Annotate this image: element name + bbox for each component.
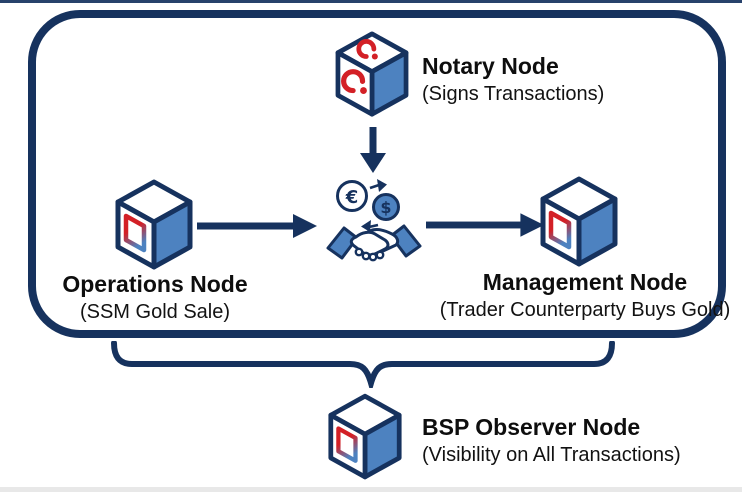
euro-symbol: €	[345, 187, 359, 208]
observer-node-label: BSP Observer Node (Visibility on All Tra…	[422, 413, 681, 468]
node-cube-icon	[327, 393, 403, 481]
arrow-down-icon	[360, 127, 386, 173]
management-node-label: Management Node (Trader Counterparty Buy…	[428, 268, 742, 323]
corda-cube-icon	[334, 31, 410, 118]
bottom-frame-line	[0, 487, 742, 492]
observer-node-title: BSP Observer Node	[422, 414, 641, 440]
top-frame-line	[0, 0, 742, 3]
dollar-symbol: $	[380, 198, 391, 217]
brace-down-icon	[111, 341, 615, 388]
network-boundary-box	[28, 10, 726, 338]
operations-node-subtitle: (SSM Gold Sale)	[79, 300, 231, 323]
node-cube-icon	[114, 179, 194, 271]
management-node-title: Management Node	[482, 269, 688, 295]
arrow-right-icon	[426, 213, 544, 237]
currency-exchange-handshake-icon: € $	[326, 179, 422, 262]
management-node-subtitle: (Trader Counterparty Buys Gold)	[439, 298, 731, 321]
notary-node-title: Notary Node	[422, 53, 559, 79]
operations-node-title: Operations Node	[62, 271, 248, 297]
node-cube-icon	[539, 176, 619, 268]
operations-node-label: Operations Node (SSM Gold Sale)	[30, 270, 280, 325]
notary-node-label: Notary Node (Signs Transactions)	[422, 52, 604, 107]
observer-node-subtitle: (Visibility on All Transactions)	[422, 443, 681, 466]
arrow-right-icon	[197, 214, 317, 238]
notary-node-subtitle: (Signs Transactions)	[422, 82, 605, 105]
